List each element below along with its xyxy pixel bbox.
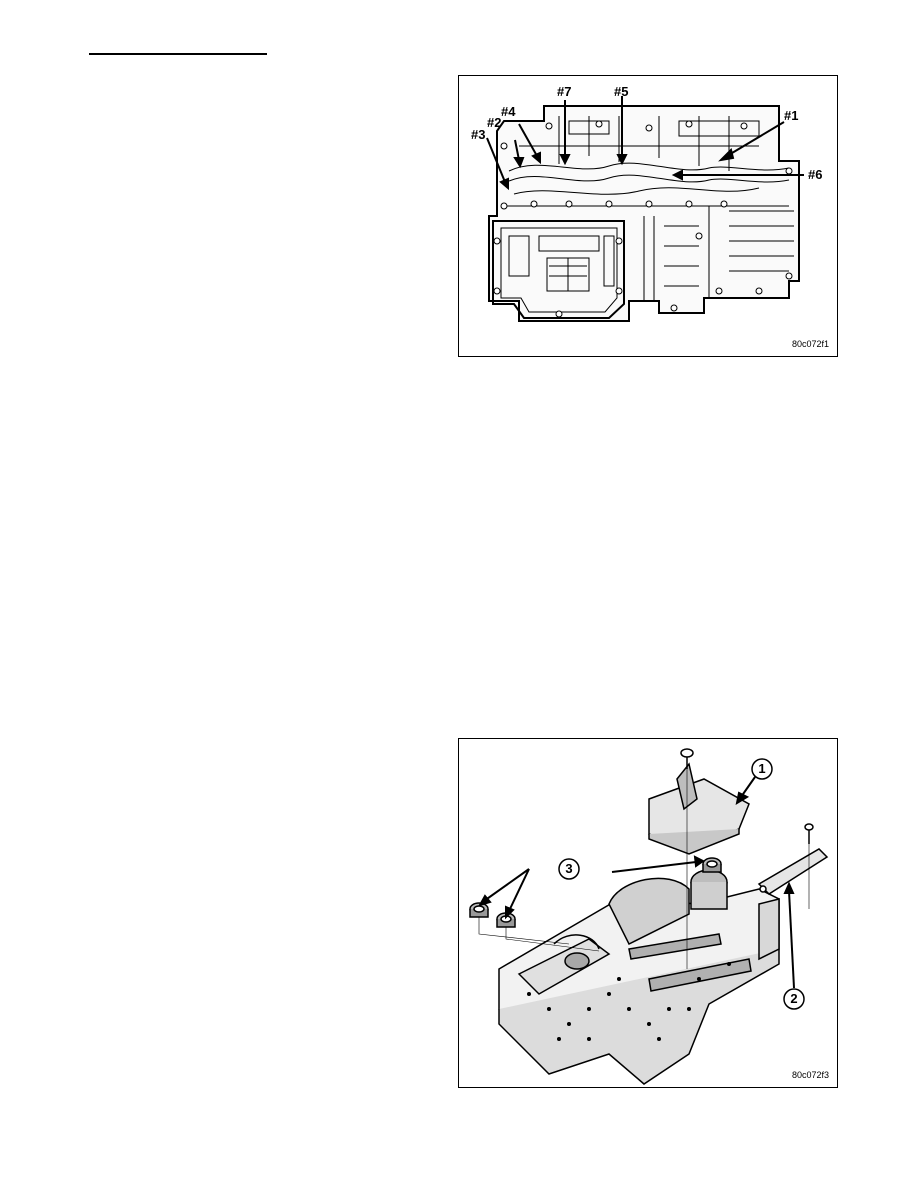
callout-label-1: #1 [784, 108, 799, 123]
callout-label-6: #6 [808, 167, 823, 182]
valve-body-drawing [486, 96, 804, 322]
callout-label-4: #4 [501, 104, 516, 119]
callout-number-2: 2 [790, 991, 798, 1006]
callout-number-1: 1 [758, 761, 766, 776]
figure-valve-body-check-balls: #7 #5 #4 #2 #3 #1 #6 80c072f1 [458, 75, 838, 357]
section-header-rule [89, 53, 267, 55]
callout-label-7: #7 [557, 84, 572, 99]
callout-label-2: #2 [487, 115, 502, 130]
valve-body-exploded-drawing [469, 748, 829, 1085]
figure-id-label: 80c072f1 [791, 339, 829, 349]
figure-id-label: 80c072f3 [791, 1070, 829, 1080]
callout-number-3: 3 [565, 861, 573, 876]
callout-label-5: #5 [614, 84, 629, 99]
callout-label-3: #3 [471, 127, 486, 142]
figure-valve-body-components: 1 2 3 80c072f3 [458, 738, 838, 1088]
